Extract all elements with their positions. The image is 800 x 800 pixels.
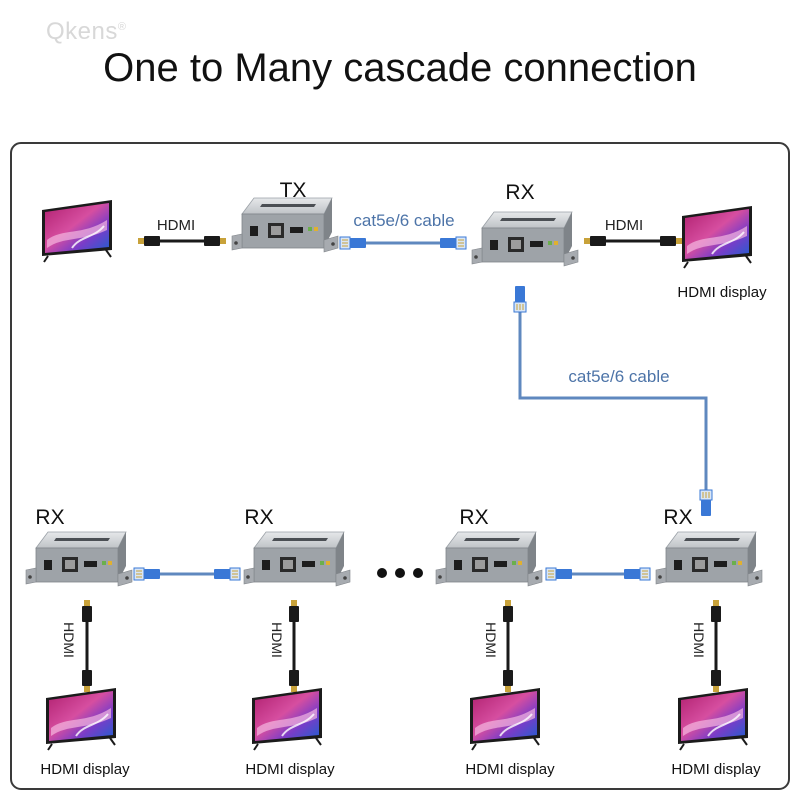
- cat-cable-riser: [513, 285, 713, 517]
- hdmi-plug-icon: [711, 600, 721, 622]
- hdmi-label: HDMI: [61, 622, 77, 658]
- hdmi-label: HDMI: [269, 622, 285, 658]
- hdmi-plug-icon: [503, 600, 513, 622]
- hdmi-plug-icon: [82, 670, 92, 692]
- rj45-plug-icon: [623, 567, 651, 581]
- diagram-frame: [10, 142, 790, 790]
- tx-extender-icon: [231, 197, 339, 253]
- rx-extender-top-icon: [471, 211, 579, 267]
- display-label: HDMI display: [40, 761, 130, 778]
- rx-label: RX: [244, 506, 273, 529]
- hdmi-out-label: HDMI: [605, 217, 643, 234]
- hdmi-plug-icon: [138, 236, 160, 246]
- rj45-plug-icon: [339, 236, 367, 250]
- display-label: HDMI display: [465, 761, 555, 778]
- rx-label-top: RX: [505, 181, 534, 204]
- display-tv-icon: [251, 687, 323, 751]
- brand-logo: Qkens®: [46, 18, 126, 46]
- display-tv-icon: [45, 687, 117, 751]
- hdmi-label: HDMI: [483, 622, 499, 658]
- hdmi-in-label: HDMI: [157, 217, 195, 234]
- receiver-1: RX HDMI HDMI display: [25, 506, 133, 778]
- display-label: HDMI display: [671, 761, 761, 778]
- display-label-top: HDMI display: [677, 284, 767, 301]
- rx-extender-icon: [243, 531, 351, 587]
- hdmi-plug-icon: [711, 670, 721, 692]
- display-tv-icon: [469, 687, 541, 751]
- receiver-2: RX HDMI HDMI display: [243, 506, 351, 778]
- tx-label: TX: [280, 179, 307, 202]
- display-label: HDMI display: [245, 761, 335, 778]
- receiver-4: RX HDMI HDMI display: [655, 506, 763, 778]
- hdmi-plug-icon: [584, 236, 606, 246]
- cat-cable-tx-rx: [339, 236, 467, 250]
- source-tv-icon: [41, 199, 113, 263]
- rx-extender-icon: [435, 531, 543, 587]
- hdmi-cable-source: [138, 236, 226, 246]
- rj45-plug-icon: [513, 285, 527, 313]
- hdmi-plug-icon: [289, 600, 299, 622]
- page-title: One to Many cascade connection: [103, 46, 697, 90]
- rx-extender-icon: [655, 531, 763, 587]
- hdmi-plug-icon: [503, 670, 513, 692]
- ellipsis-icon: [377, 568, 423, 578]
- hdmi-cable-display: [584, 236, 682, 246]
- brand-mark: ®: [117, 21, 127, 33]
- cable-label-top: cat5e/6 cable: [353, 211, 454, 230]
- rx-label: RX: [35, 506, 64, 529]
- hdmi-plug-icon: [204, 236, 226, 246]
- rj45-plug-icon: [545, 567, 573, 581]
- hdmi-plug-icon: [660, 236, 682, 246]
- rx-label: RX: [663, 506, 692, 529]
- brand-name: Qkens: [46, 18, 118, 45]
- display-tv-icon: [681, 205, 753, 269]
- rj45-plug-icon: [439, 236, 467, 250]
- cable-label-riser: cat5e/6 cable: [568, 367, 669, 386]
- display-tv-icon: [677, 687, 749, 751]
- cat-cable-rx3-rx4: [545, 567, 651, 581]
- rx-label: RX: [459, 506, 488, 529]
- rj45-plug-icon: [699, 489, 713, 517]
- hdmi-plug-icon: [82, 600, 92, 622]
- receiver-3: RX HDMI HDMI display: [435, 506, 555, 778]
- rj45-plug-icon: [133, 567, 161, 581]
- hdmi-plug-icon: [289, 670, 299, 692]
- rj45-plug-icon: [213, 567, 241, 581]
- cat-cable-rx1-rx2: [133, 567, 241, 581]
- hdmi-label: HDMI: [691, 622, 707, 658]
- rx-extender-icon: [25, 531, 133, 587]
